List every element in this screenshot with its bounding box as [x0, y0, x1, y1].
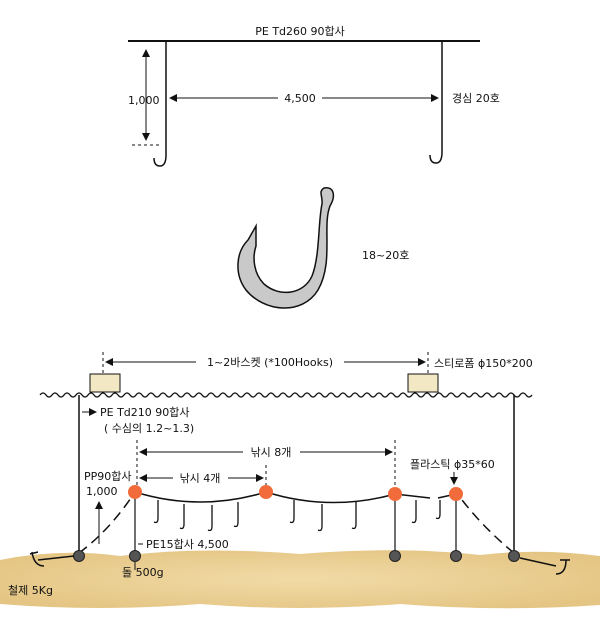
- hook-icon: [317, 504, 323, 532]
- styrofoam-float-right: [407, 373, 439, 393]
- downline-note: ( 수심의 1.2~1.3): [104, 422, 194, 435]
- downline-label: PE Td210 90합사: [100, 406, 190, 419]
- hook-detail-size-label: 18~20호: [362, 249, 409, 262]
- buoy-label: 플라스틱 ϕ35*60: [410, 458, 495, 471]
- hook-icon: [233, 502, 239, 528]
- buoy: [388, 487, 402, 501]
- hook-icon: [153, 500, 159, 524]
- hook-icon: [429, 151, 443, 164]
- branch-hooks-right: [289, 500, 441, 532]
- hooks8-label: 낚시 8개: [251, 446, 292, 459]
- styrofoam-float-left: [89, 373, 121, 393]
- pp-length-label: 1,000: [86, 485, 118, 498]
- hook-detail: 18~20호: [237, 187, 409, 309]
- hook-size-label: 경심 20호: [452, 92, 500, 105]
- riser-left: [78, 491, 136, 554]
- hook-icon: [153, 154, 167, 167]
- anchor-label: 철제 5Kg: [8, 584, 53, 597]
- buoy: [259, 485, 273, 499]
- buoy: [128, 485, 142, 499]
- stone-label: 돌 500g: [122, 566, 164, 579]
- float-label: 스티로폼 ϕ150*200: [434, 357, 533, 370]
- hook-icon: [411, 500, 417, 524]
- seabed: [0, 550, 600, 609]
- spacing-label: 4,500: [284, 92, 316, 105]
- hook-icon: [207, 505, 213, 532]
- stone-sinker: [450, 550, 462, 562]
- riser-right: [455, 491, 515, 554]
- sea-surface: [39, 392, 533, 398]
- top-rig: PE Td260 90합사 1,000 4,500 경심 20호: [128, 25, 500, 167]
- hook-icon: [179, 504, 185, 530]
- hook-icon: [435, 500, 441, 520]
- stone-sinker: [129, 550, 141, 562]
- stone-sinker: [389, 550, 401, 562]
- groundline-label: PE15합사 4,500: [146, 538, 229, 551]
- hook-icon: [289, 500, 295, 524]
- anchor-icon: [29, 551, 75, 567]
- stone-sinker: [508, 550, 520, 562]
- branch-hooks-left: [153, 500, 239, 532]
- anchor-icon: [519, 557, 570, 575]
- hook-icon: [351, 502, 357, 530]
- basket-label: 1~2바스켓 (*100Hooks): [207, 356, 333, 369]
- drop-label: 1,000: [128, 94, 160, 107]
- large-hook-icon: [237, 187, 335, 309]
- top-mainline-label: PE Td260 90합사: [255, 25, 345, 38]
- stone-sinker: [73, 550, 85, 562]
- pp-label: PP90합사: [84, 470, 132, 483]
- buoy: [449, 487, 463, 501]
- longline-rig: 1~2바스켓 (*100Hooks) 스티로폼 ϕ150*200 PE Td21…: [0, 352, 600, 609]
- hooks4-label: 낚시 4개: [180, 472, 221, 485]
- groundline: [134, 491, 457, 504]
